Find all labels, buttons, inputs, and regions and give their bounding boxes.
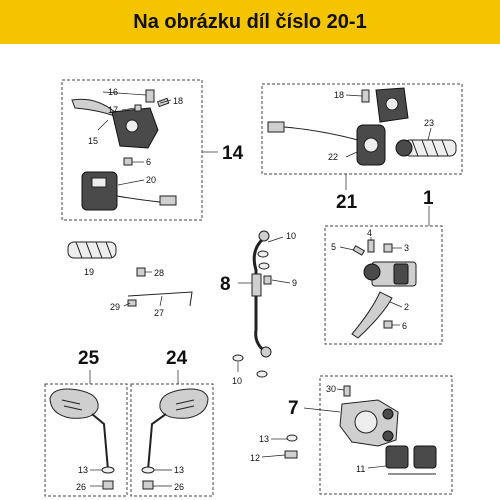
label-11: 11 <box>356 464 365 474</box>
screw-part-4 <box>367 239 375 253</box>
nut-part-6b <box>383 320 393 329</box>
group-label-21: 21 <box>336 192 358 213</box>
group-label-8: 8 <box>220 274 231 295</box>
label-22: 22 <box>328 152 338 162</box>
group-25-box <box>44 383 128 497</box>
page-title: Na obrázku díl číslo 20-1 <box>133 10 367 33</box>
group-label-24: 24 <box>166 348 188 369</box>
group-label-1: 1 <box>423 188 434 209</box>
label-13a: 13 <box>78 465 88 475</box>
bolt-part-17 <box>134 104 142 112</box>
rod-part-27 <box>127 291 193 307</box>
connector-part <box>267 121 359 141</box>
right-switch-part <box>375 87 409 123</box>
label-29: 29 <box>110 302 120 312</box>
label-4: 4 <box>367 228 372 238</box>
washer-part-13c <box>286 434 298 442</box>
label-30: 30 <box>326 384 336 394</box>
group-7-box <box>319 375 453 495</box>
label-20: 20 <box>146 175 156 185</box>
caliper-part-7 <box>339 399 399 447</box>
label-13c: 13 <box>259 434 269 444</box>
label-27: 27 <box>154 308 164 318</box>
label-18b: 18 <box>334 90 344 100</box>
group-24-box <box>130 383 214 497</box>
washer-part-10a <box>257 250 270 270</box>
group-label-7: 7 <box>288 398 299 419</box>
washer-part-10b <box>232 354 268 378</box>
label-6a: 6 <box>146 157 151 167</box>
washer-part-13b <box>141 466 155 474</box>
label-26b: 26 <box>174 482 184 492</box>
group-14-box <box>61 79 203 221</box>
label-2: 2 <box>404 302 409 312</box>
nut-part-26a <box>102 480 114 490</box>
label-28: 28 <box>154 268 164 278</box>
label-15: 15 <box>88 136 98 146</box>
label-19: 19 <box>84 267 94 277</box>
screw-part-16 <box>145 89 155 103</box>
bleed-screw-part-30 <box>343 385 351 397</box>
grip-part-19 <box>67 241 117 259</box>
mirror-part-24 <box>147 388 209 471</box>
washer-part-13a <box>101 466 115 474</box>
screw-part-5 <box>352 245 366 256</box>
label-12: 12 <box>250 453 260 463</box>
mirror-part-25 <box>49 388 109 471</box>
bolt-part-12 <box>284 450 298 459</box>
label-18a: 18 <box>173 96 183 106</box>
master-cylinder-part <box>363 261 417 287</box>
throttle-housing-part-22 <box>356 124 386 166</box>
title-banner: Na obrázku díl číslo 20-1 <box>0 0 500 44</box>
label-5: 5 <box>331 242 336 252</box>
label-26a: 26 <box>76 482 86 492</box>
group-label-25: 25 <box>78 348 100 369</box>
label-17: 17 <box>108 105 118 115</box>
group-1-box <box>324 225 443 345</box>
group-21-box <box>261 83 463 175</box>
label-23: 23 <box>424 118 434 128</box>
screw-part-18b <box>361 89 370 103</box>
left-switch-housing-part <box>111 107 159 149</box>
brake-hose-part-8 <box>251 230 272 358</box>
label-16: 16 <box>108 87 118 97</box>
label-10a: 10 <box>286 231 296 241</box>
label-6b: 6 <box>402 321 407 331</box>
label-9: 9 <box>292 278 297 288</box>
label-3: 3 <box>404 243 409 253</box>
nut-part-6a <box>123 157 133 166</box>
group-label-14: 14 <box>222 143 244 164</box>
bolt-part-3 <box>383 243 393 253</box>
label-13b: 13 <box>174 465 184 475</box>
brake-pads-part-11 <box>385 445 437 475</box>
nut-part-26b <box>142 480 154 490</box>
bolt-part-28 <box>136 267 146 277</box>
brake-lever-part-2 <box>351 291 393 339</box>
bolt-part-9 <box>263 275 272 285</box>
switch-unit-part-20 <box>81 171 177 211</box>
label-10b: 10 <box>232 376 242 386</box>
grip-part-23 <box>395 139 457 157</box>
